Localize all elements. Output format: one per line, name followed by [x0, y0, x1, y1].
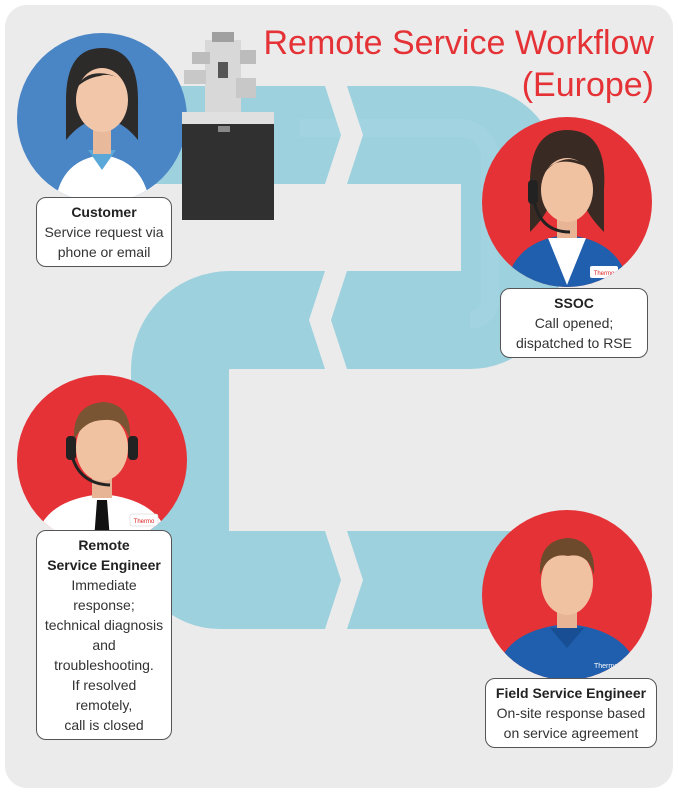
fse-avatar: ThermoFisher: [482, 510, 652, 680]
rse-text-line: technical diagnosis: [44, 617, 164, 633]
customer-card: Customer Service request via phone or em…: [36, 197, 172, 267]
fse-card: Field Service Engineer On-site response …: [485, 678, 657, 748]
ssoc-text-line: Call opened;: [534, 315, 614, 331]
fse-label: Field Service Engineer: [495, 685, 647, 701]
title-line-1: Remote Service Workflow: [263, 24, 655, 62]
rse-card: Remote Service Engineer Immediate respon…: [36, 530, 172, 740]
chevron-right-icon: [325, 86, 363, 184]
svg-text:Thermo: Thermo: [134, 519, 155, 525]
chevron-left-icon: [309, 271, 347, 369]
title-line-2: (Europe): [521, 66, 654, 104]
fse-text-line: on service agreement: [503, 725, 639, 741]
microscope-instrument: [182, 32, 274, 220]
rse-text-line: If resolved remotely,: [71, 677, 137, 713]
fse-text-line: On-site response based: [496, 705, 646, 721]
ssoc-label: SSOC: [554, 295, 594, 311]
diagram-title: Remote Service Workflow (Europe): [264, 22, 655, 106]
customer-text-line: phone or email: [57, 244, 151, 260]
customer-avatar: [17, 33, 187, 203]
rse-text-line: Immediate response;: [71, 577, 137, 613]
rse-text-line: call is closed: [64, 717, 144, 733]
rse-label-line: Service Engineer: [47, 557, 161, 573]
svg-text:Thermo: Thermo: [594, 271, 615, 277]
rse-text-line: and troubleshooting.: [54, 637, 154, 673]
customer-label: Customer: [71, 204, 137, 220]
ssoc-card: SSOC Call opened; dispatched to RSE: [500, 288, 648, 358]
customer-text-line: Service request via: [44, 224, 164, 240]
ssoc-avatar: Thermo: [482, 117, 652, 287]
ssoc-text-line: dispatched to RSE: [516, 335, 632, 351]
chevron-right-icon: [325, 531, 363, 629]
svg-text:ThermoFisher: ThermoFisher: [594, 663, 638, 670]
rse-label-line: Remote: [78, 537, 130, 553]
